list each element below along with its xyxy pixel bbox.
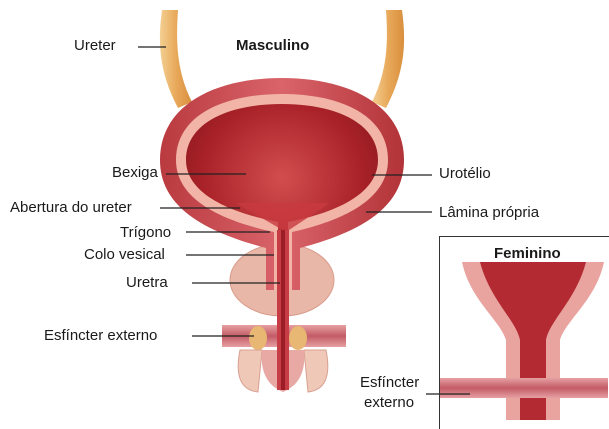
label-ureter: Ureter <box>74 37 116 54</box>
label-esfincter-female-line2: externo <box>364 394 414 411</box>
label-bexiga: Bexiga <box>112 164 158 181</box>
label-urotelio: Urotélio <box>439 165 491 182</box>
male-title: Masculino <box>236 37 309 54</box>
female-inset-frame <box>439 236 609 429</box>
right-ureter <box>372 10 404 108</box>
left-ureter <box>160 10 192 108</box>
label-esfincter-externo-male: Esfíncter externo <box>44 327 157 344</box>
sphincter-left-lobe <box>249 326 267 350</box>
sphincter-right-lobe <box>289 326 307 350</box>
label-abertura-ureter: Abertura do ureter <box>10 199 132 216</box>
label-colo-vesical: Colo vesical <box>84 246 165 263</box>
female-title: Feminino <box>494 245 561 262</box>
label-trigono: Trígono <box>120 224 171 241</box>
label-esfincter-female-line1: Esfíncter <box>360 374 419 391</box>
urethra-core <box>281 230 285 390</box>
label-uretra: Uretra <box>126 274 168 291</box>
label-lamina-propria: Lâmina própria <box>439 204 539 221</box>
